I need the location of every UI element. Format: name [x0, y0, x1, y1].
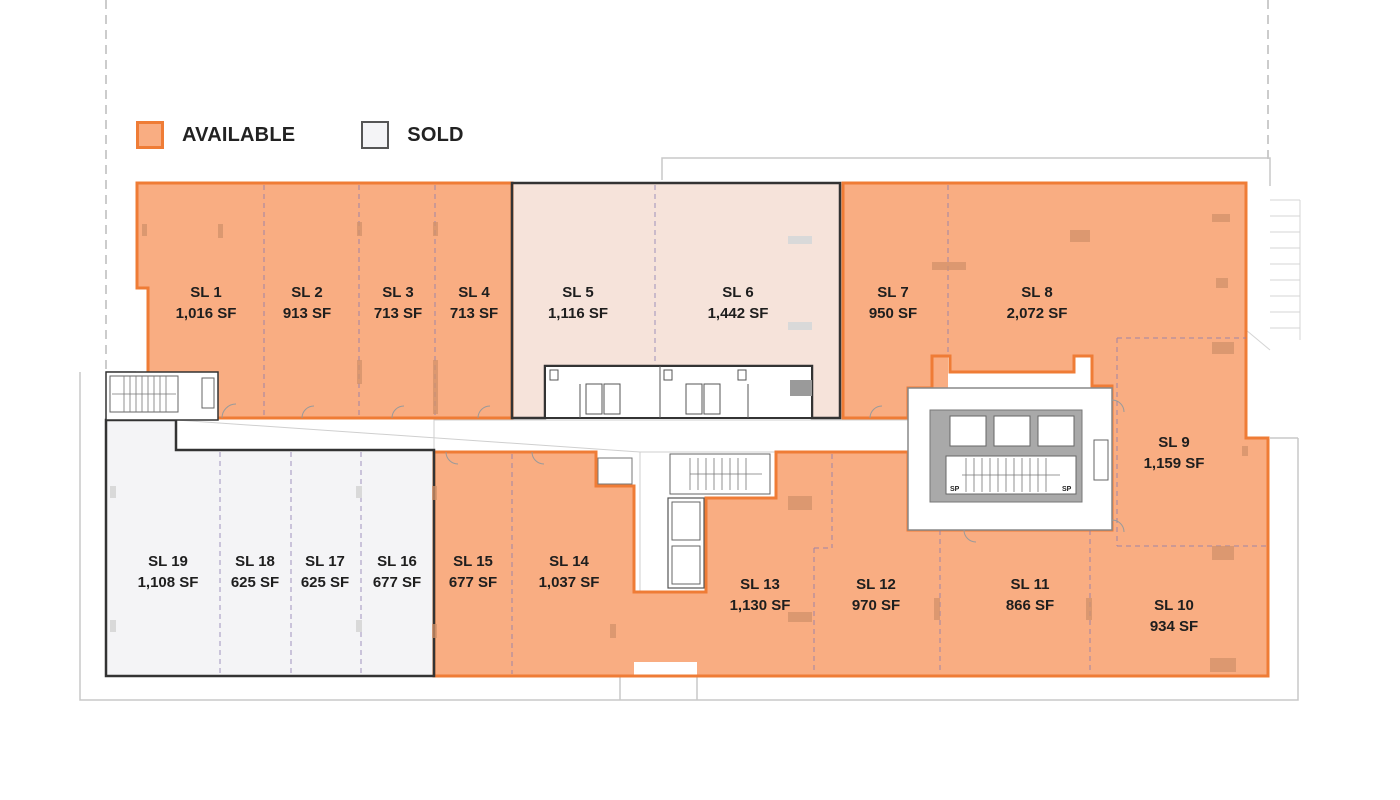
- unit-sl8-name: SL 8: [1021, 284, 1052, 301]
- unit-sl3-shape[interactable]: [359, 183, 435, 418]
- unit-sl11-name: SL 11: [1011, 576, 1050, 593]
- central-stair: [597, 453, 771, 589]
- unit-sl1-shape[interactable]: [137, 183, 264, 418]
- legend-sold-label: SOLD: [407, 123, 464, 146]
- unit-sl3-area: 713 SF: [374, 305, 422, 322]
- door-swings: [221, 399, 1125, 543]
- unit-sl19-area: 1,108 SF: [138, 574, 199, 591]
- structural-columns: [142, 214, 1248, 672]
- legend-available-swatch: [136, 121, 164, 149]
- unit-sl16-shape[interactable]: [361, 450, 434, 676]
- unit-sl3-name: SL 3: [382, 284, 413, 301]
- unit-sl13-shape[interactable]: [620, 452, 832, 676]
- unit-sl14-shape[interactable]: [512, 452, 634, 676]
- unit-sl11-shape[interactable]: [940, 530, 1090, 676]
- legend-available[interactable]: AVAILABLE: [136, 121, 295, 149]
- unit-sl11-area: 866 SF: [1006, 597, 1054, 614]
- unit-sl4-name: SL 4: [458, 284, 490, 301]
- unit-sl2-name: SL 2: [291, 284, 322, 301]
- unit-sl7-area: 950 SF: [869, 305, 917, 322]
- balcony-rails: [1245, 199, 1301, 351]
- unit-sl5-area: 1,116 SF: [548, 305, 608, 322]
- unit-sl7-name: SL 7: [877, 284, 908, 301]
- site-boundary: [105, 0, 1269, 372]
- unit-sl18-area: 625 SF: [231, 574, 279, 591]
- unit-sl2-area: 913 SF: [283, 305, 331, 322]
- unit-sl12-area: 970 SF: [852, 597, 900, 614]
- unit-sl9-area: 1,159 SF: [1144, 455, 1205, 472]
- unit-sl17-shape[interactable]: [291, 450, 361, 676]
- unit-sl12-name: SL 12: [856, 576, 896, 593]
- unit-sl18-name: SL 18: [235, 553, 275, 570]
- stair-label-left: SP: [950, 486, 960, 493]
- unit-sl6-area: 1,442 SF: [708, 305, 769, 322]
- elevator-core: SP SP: [907, 387, 1113, 531]
- unit-sl4-shape[interactable]: [435, 183, 512, 418]
- unit-sl1-area: 1,016 SF: [176, 305, 237, 322]
- unit-sl17-name: SL 17: [305, 553, 345, 570]
- unit-sl16-area: 677 SF: [373, 574, 421, 591]
- unit-sl8-area: 2,072 SF: [1007, 305, 1068, 322]
- unit-sl5-shape[interactable]: [512, 183, 655, 418]
- unit-sl4-area: 713 SF: [450, 305, 498, 322]
- restroom-core: [544, 365, 813, 419]
- structural-columns-sold: [110, 236, 812, 632]
- legend: AVAILABLE SOLD: [136, 118, 464, 152]
- west-stair: [105, 371, 219, 421]
- unit-sl14-area: 1,037 SF: [539, 574, 600, 591]
- unit-sl19-name: SL 19: [148, 553, 188, 570]
- unit-sl8-shape[interactable]: [932, 183, 1246, 388]
- unit-sl15-name: SL 15: [453, 553, 493, 570]
- unit-sl15-shape[interactable]: [434, 452, 512, 676]
- unit-sl2-shape[interactable]: [264, 183, 359, 418]
- stair-label-right: SP: [1062, 486, 1072, 493]
- unit-sl10-shape[interactable]: [1090, 530, 1268, 676]
- unit-sl18-shape[interactable]: [220, 450, 291, 676]
- unit-sl13-name: SL 13: [740, 576, 780, 593]
- unit-sl1-name: SL 1: [190, 284, 221, 301]
- unit-sl5-name: SL 5: [562, 284, 593, 301]
- unit-sl12-shape[interactable]: [814, 452, 940, 676]
- unit-sl15-area: 677 SF: [449, 574, 497, 591]
- building-outline: [79, 157, 1299, 701]
- unit-sl6-name: SL 6: [722, 284, 753, 301]
- unit-sl14-name: SL 14: [549, 553, 589, 570]
- unit-sl10-area: 934 SF: [1150, 618, 1198, 635]
- unit-labels: SL 1 1,016 SF SL 2 913 SF SL 3 713 SF SL…: [138, 284, 1205, 635]
- unit-sl19-shape[interactable]: [106, 420, 220, 676]
- unit-sl9-name: SL 9: [1158, 434, 1189, 451]
- unit-sl9-shape[interactable]: [1112, 338, 1268, 546]
- unit-sl10-name: SL 10: [1154, 597, 1194, 614]
- legend-sold[interactable]: SOLD: [361, 121, 463, 149]
- unit-sl13-area: 1,130 SF: [730, 597, 791, 614]
- unit-sl17-area: 625 SF: [301, 574, 349, 591]
- unit-sl16-name: SL 16: [377, 553, 417, 570]
- legend-sold-swatch: [361, 121, 390, 149]
- legend-available-label: AVAILABLE: [182, 123, 296, 146]
- units: [106, 183, 1268, 676]
- unit-sl7-shape[interactable]: [843, 183, 948, 418]
